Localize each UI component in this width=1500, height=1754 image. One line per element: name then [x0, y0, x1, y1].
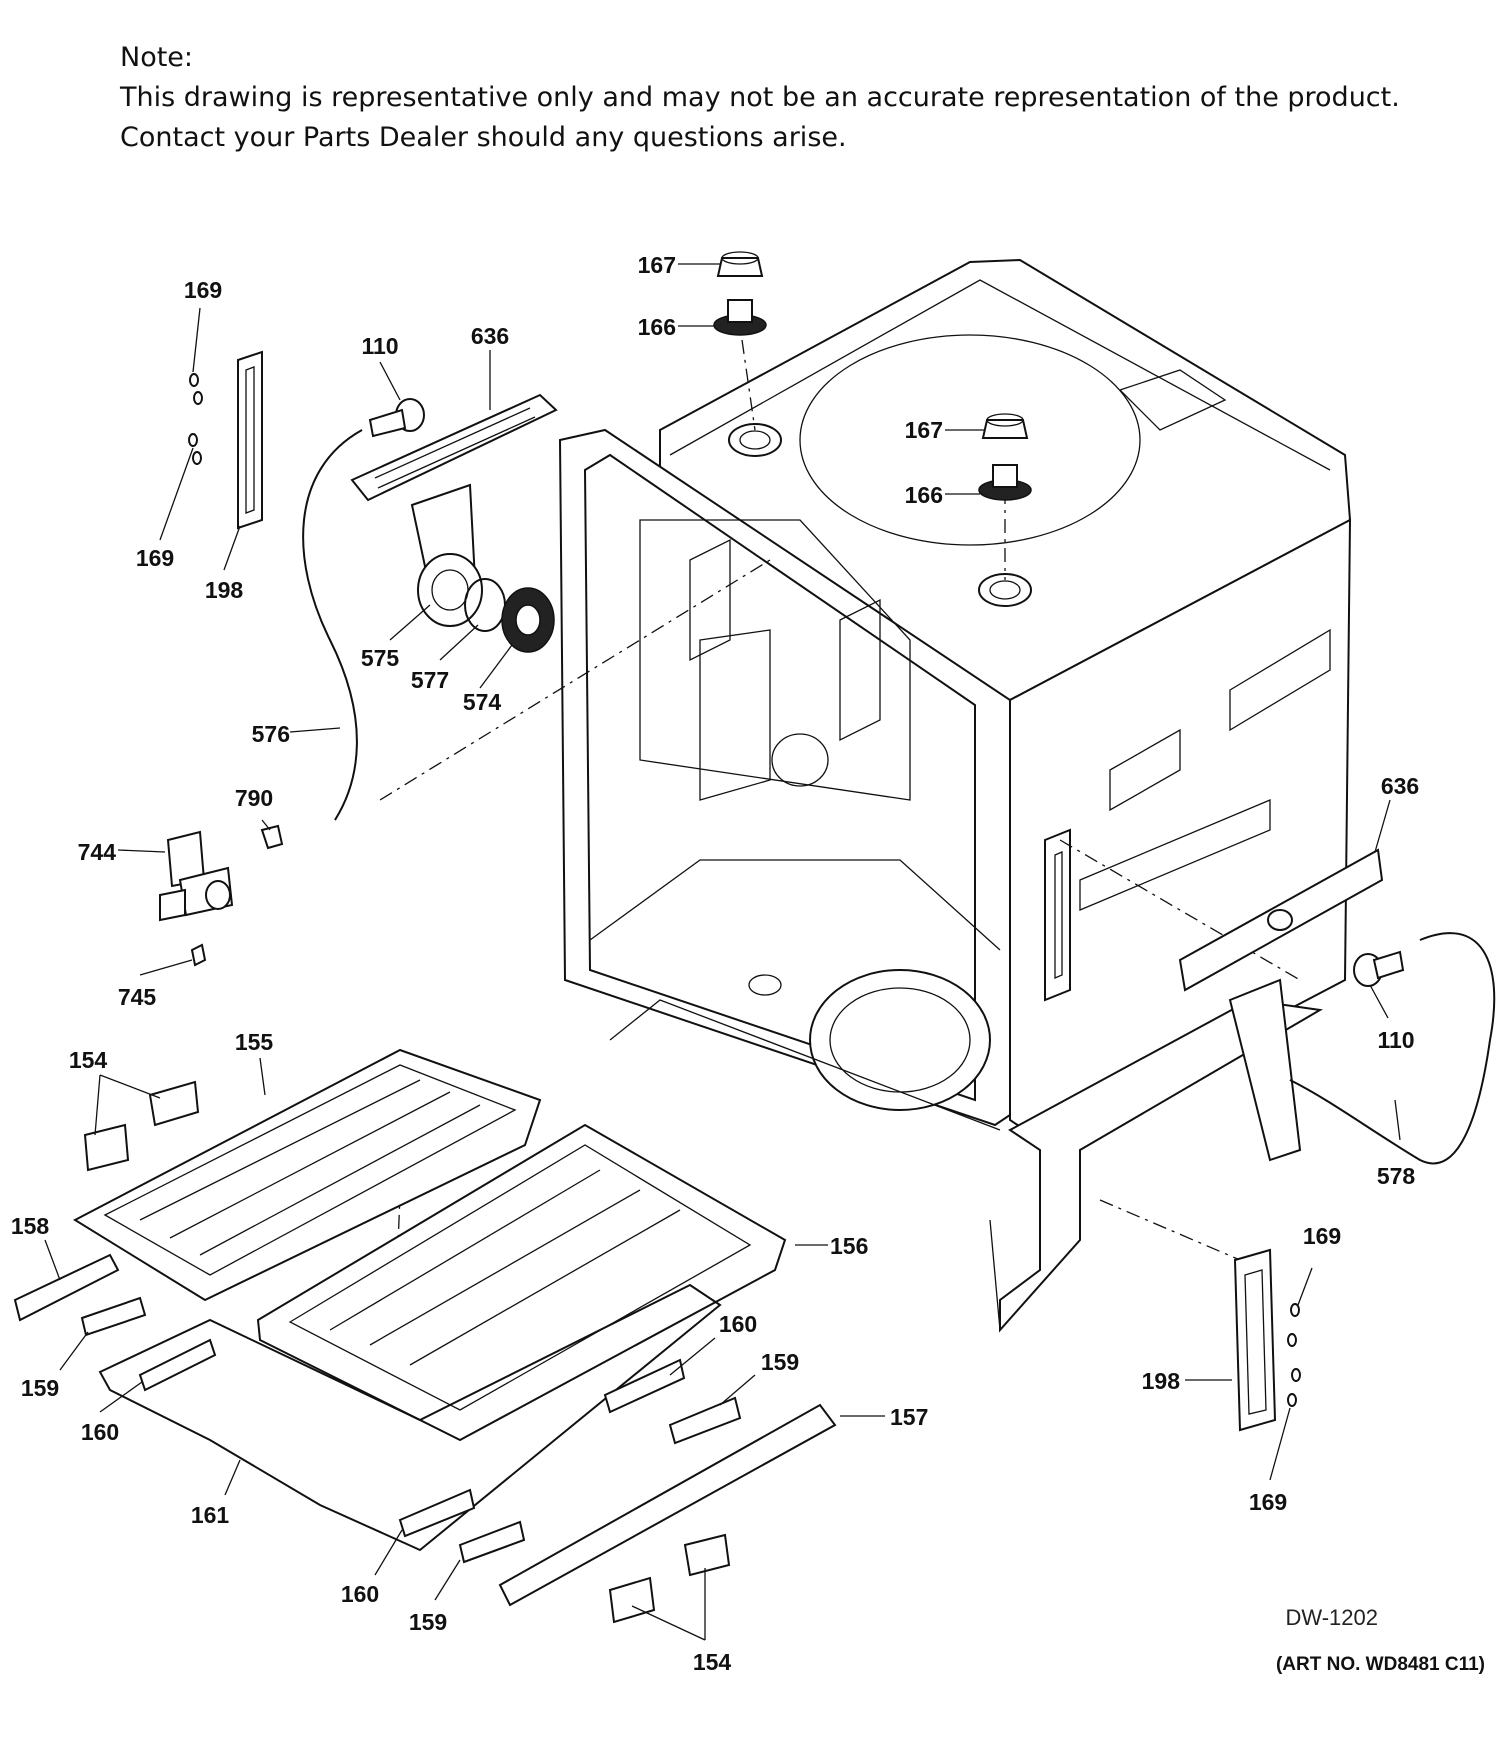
clip-790	[260, 824, 284, 850]
callout-158: 158	[11, 1213, 50, 1239]
gasket-166-mid	[978, 464, 1032, 501]
hose-576	[302, 429, 363, 821]
rail-158	[13, 1253, 120, 1322]
callout-169-top-left: 169	[184, 277, 222, 303]
callout-577: 577	[411, 667, 449, 693]
rail-157	[498, 1403, 837, 1607]
art-number: (ART NO. WD8481 C11)	[1276, 1654, 1485, 1675]
callout-160-mid: 160	[719, 1311, 757, 1337]
callout-161: 161	[191, 1502, 230, 1528]
callout-744: 744	[78, 839, 117, 865]
roller-160-bottom	[398, 1488, 476, 1538]
callout-745: 745	[118, 984, 157, 1010]
callout-159-bottom: 159	[409, 1609, 447, 1635]
nut-167-mid	[981, 413, 1029, 439]
callout-160-bottom: 160	[341, 1581, 379, 1607]
bracket-198-left	[237, 350, 263, 530]
nut-167-top	[716, 251, 764, 277]
hose-578-inner	[1289, 932, 1495, 1164]
callout-156: 156	[830, 1233, 868, 1259]
callout-578: 578	[1377, 1163, 1416, 1189]
screws-169-right	[1287, 1303, 1301, 1407]
callout-159-mid: 159	[761, 1349, 799, 1375]
callout-790: 790	[235, 785, 273, 811]
screws-169-left	[188, 373, 203, 465]
fitting-110-left	[368, 398, 425, 438]
callout-169-right-bottom: 169	[1249, 1489, 1287, 1515]
callout-110-left: 110	[361, 333, 398, 359]
callout-labels: 169 169 198 110 636 167 166 167 166 575 …	[11, 252, 1419, 1675]
hose-576-inner	[302, 429, 363, 821]
note-line-2: Contact your Parts Dealer should any que…	[120, 122, 847, 153]
vent-636-right	[1178, 848, 1384, 992]
screw-745	[190, 943, 207, 967]
fitting-110-right	[1353, 950, 1405, 987]
upper-rack-155	[72, 1048, 542, 1302]
callout-154-top: 154	[69, 1047, 108, 1073]
roller-160-mid	[603, 1358, 686, 1414]
disclaimer-note: Note: This drawing is representative onl…	[120, 38, 1400, 158]
callout-167-top: 167	[638, 252, 676, 278]
rack-clips-154-bottom	[608, 1533, 731, 1624]
rack-clips-154-top	[83, 1080, 200, 1172]
callout-636-top: 636	[471, 323, 509, 349]
note-heading: Note:	[120, 42, 194, 73]
callout-169-mid-left: 169	[136, 545, 174, 571]
stop-159-bottom	[458, 1520, 526, 1564]
tub-assembly	[558, 258, 1352, 1333]
leader-lines	[44, 263, 1401, 1641]
drawing-code: DW-1202	[1285, 1605, 1378, 1630]
duct-575	[410, 483, 483, 627]
callout-575: 575	[361, 645, 400, 671]
callout-166-top: 166	[638, 314, 676, 340]
roller-160-left	[138, 1338, 217, 1392]
callout-636-right: 636	[1381, 773, 1419, 799]
callout-198-right: 198	[1142, 1368, 1181, 1394]
cap-574	[501, 587, 555, 653]
valve-744	[159, 830, 234, 922]
vent-636-left	[350, 393, 558, 502]
callout-198-left: 198	[205, 577, 244, 603]
callout-110-right: 110	[1377, 1027, 1414, 1053]
callout-166-mid: 166	[905, 482, 943, 508]
callout-167-mid: 167	[905, 417, 943, 443]
callout-160-left: 160	[81, 1419, 119, 1445]
wire-161	[98, 1283, 722, 1552]
stop-159-left	[80, 1296, 147, 1337]
callout-169-right-top: 169	[1303, 1223, 1341, 1249]
lower-rack-156	[256, 1123, 787, 1442]
callout-154-bottom: 154	[693, 1649, 732, 1675]
stop-159-mid	[668, 1396, 742, 1445]
callout-159-left: 159	[21, 1375, 59, 1401]
callout-155: 155	[235, 1029, 274, 1055]
callout-157: 157	[890, 1404, 928, 1430]
bracket-198-right	[1233, 1248, 1277, 1432]
note-line-1: This drawing is representative only and …	[120, 82, 1400, 113]
callout-574: 574	[463, 689, 502, 715]
gasket-166-top	[713, 299, 767, 336]
callout-576: 576	[252, 721, 290, 747]
